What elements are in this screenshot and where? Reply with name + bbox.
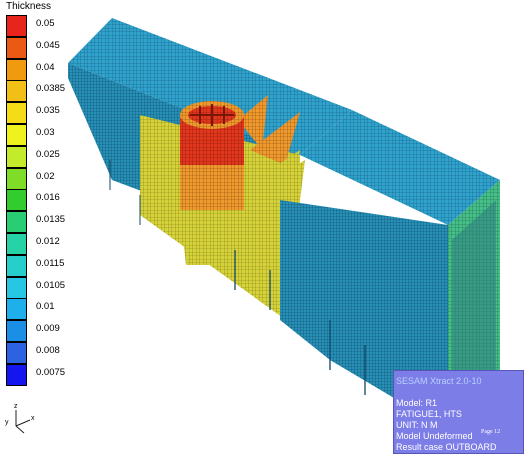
legend-entry: 0.0385	[6, 80, 76, 103]
legend-swatch	[6, 102, 27, 125]
legend-entry: 0.0115	[6, 254, 76, 277]
legend-swatch	[6, 254, 27, 277]
info-title: SESAM Xtract 2.0-10	[396, 376, 482, 386]
legend-swatch	[6, 363, 27, 386]
info-result: Result case OUTBOARD	[396, 442, 497, 452]
legend-label: 0.035	[36, 105, 60, 117]
legend-entry: 0.045	[6, 36, 76, 59]
legend-label: 0.0385	[36, 83, 66, 95]
cylinder-body-yellow	[180, 210, 244, 265]
legend-label: 0.009	[36, 323, 60, 335]
legend-swatch	[6, 167, 27, 190]
legend-label: 0.05	[36, 18, 55, 29]
fin-1	[238, 95, 268, 150]
axis-triad: z x y	[5, 403, 35, 434]
legend-title: Thickness	[6, 1, 52, 12]
legend-entry: 0.025	[6, 145, 76, 168]
legend-label: 0.045	[36, 39, 60, 51]
legend-label: 0.016	[36, 192, 60, 204]
legend-label: 0.01	[36, 301, 55, 313]
axis-z-label: z	[14, 403, 18, 410]
legend-swatch	[6, 320, 27, 343]
legend-entry: 0.008	[6, 342, 76, 364]
axis-y-label: y	[5, 419, 9, 426]
info-fatigue: FATIGUE1, HTS	[396, 409, 462, 419]
legend-swatch	[6, 233, 27, 255]
legend-entry: 0.0075	[6, 363, 76, 386]
box-top-right	[300, 110, 500, 225]
legend-label: 0.012	[36, 236, 60, 247]
legend-swatch	[6, 276, 27, 299]
legend-entry: 0.03	[6, 124, 76, 146]
legend-entry: 0.05	[6, 15, 76, 37]
legend-label: 0.03	[36, 127, 55, 138]
legend-swatch	[6, 342, 27, 364]
legend-swatch	[6, 189, 27, 212]
fin-4	[260, 160, 305, 200]
color-legend: 0.05 0.045 0.04 0.0385 0.035 0.03 0.025 0.02 0.0…	[6, 15, 76, 386]
legend-label: 0.04	[36, 61, 55, 73]
cylinder-body-orange	[180, 165, 244, 210]
info-panel: SESAM Xtract 2.0-10 Model: R1 FATIGUE1, …	[393, 370, 524, 454]
legend-entry: 0.009	[6, 320, 76, 343]
axis-x-label: x	[31, 415, 35, 422]
info-page: Page 12	[481, 429, 501, 435]
legend-entry: 0.035	[6, 102, 76, 125]
legend-label: 0.0105	[36, 279, 66, 291]
legend-label: 0.0135	[36, 214, 66, 226]
legend-entry: 0.04	[6, 58, 76, 81]
legend-swatch	[6, 145, 27, 168]
legend-swatch	[6, 211, 27, 234]
legend-entry: 0.012	[6, 233, 76, 255]
legend-label: 0.0075	[36, 366, 66, 378]
legend-entry: 0.016	[6, 189, 76, 212]
info-undeformed: Model Undeformed	[396, 431, 473, 441]
legend-swatch	[6, 36, 27, 59]
box-top-left	[68, 18, 352, 155]
legend-entry: 0.0135	[6, 211, 76, 234]
legend-swatch	[6, 124, 27, 146]
legend-label: 0.008	[36, 345, 60, 356]
legend-swatch	[6, 80, 27, 103]
legend-swatch	[6, 298, 27, 321]
legend-label: 0.025	[36, 148, 60, 160]
fin-2	[250, 112, 300, 165]
info-model: Model: R1	[396, 398, 438, 408]
legend-swatch	[6, 15, 27, 37]
legend-entry: 0.02	[6, 167, 76, 190]
box-end-opening	[452, 200, 496, 415]
legend-label: 0.02	[36, 170, 55, 182]
legend-swatch	[6, 58, 27, 81]
legend-label: 0.0115	[36, 257, 65, 269]
legend-entry: 0.0105	[6, 276, 76, 299]
legend-entry: 0.01	[6, 298, 76, 321]
info-unit: UNIT: N M	[396, 420, 438, 430]
